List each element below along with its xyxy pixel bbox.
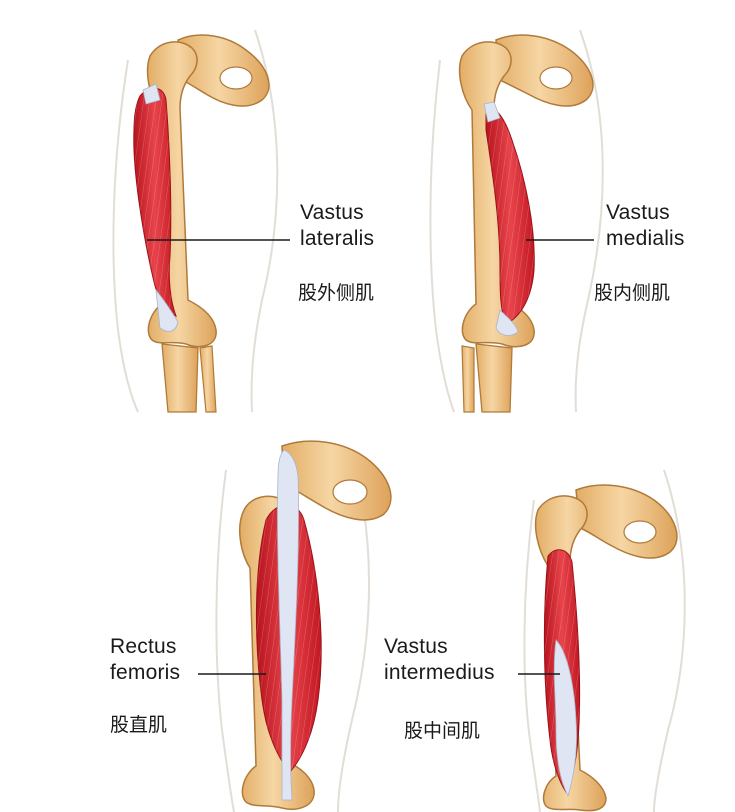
label-vastus-medialis: Vastus medialis xyxy=(606,200,685,252)
label-line-1: Vastus xyxy=(384,635,448,658)
label-vastus-lateralis: Vastus lateralis xyxy=(300,200,374,252)
chinese-label-rectus-femoris: 股直肌 xyxy=(110,714,168,736)
chinese-label-vastus-medialis: 股内侧肌 xyxy=(594,282,671,304)
label-line-1: Vastus xyxy=(300,201,364,224)
panel-vastus-lateralis xyxy=(112,29,290,413)
pelvis-bone xyxy=(281,440,392,521)
chinese-label-vastus-intermedius: 股中间肌 xyxy=(404,720,481,742)
label-line-1: Vastus xyxy=(606,201,670,224)
panel-vastus-medialis xyxy=(429,29,604,413)
label-vastus-intermedius: Vastus intermedius xyxy=(384,634,495,686)
panel-vastus-intermedius xyxy=(518,469,686,812)
chinese-label-vastus-lateralis: 股外侧肌 xyxy=(298,282,375,304)
label-rectus-femoris: Rectus femoris xyxy=(110,634,180,686)
label-line-2: lateralis xyxy=(300,227,375,250)
label-line-2: intermedius xyxy=(384,661,495,684)
panel-rectus-femoris xyxy=(198,440,392,812)
pelvis-bone xyxy=(575,484,678,559)
label-line-2: medialis xyxy=(606,227,685,250)
label-line-1: Rectus xyxy=(110,635,177,658)
label-line-2: femoris xyxy=(110,661,181,684)
